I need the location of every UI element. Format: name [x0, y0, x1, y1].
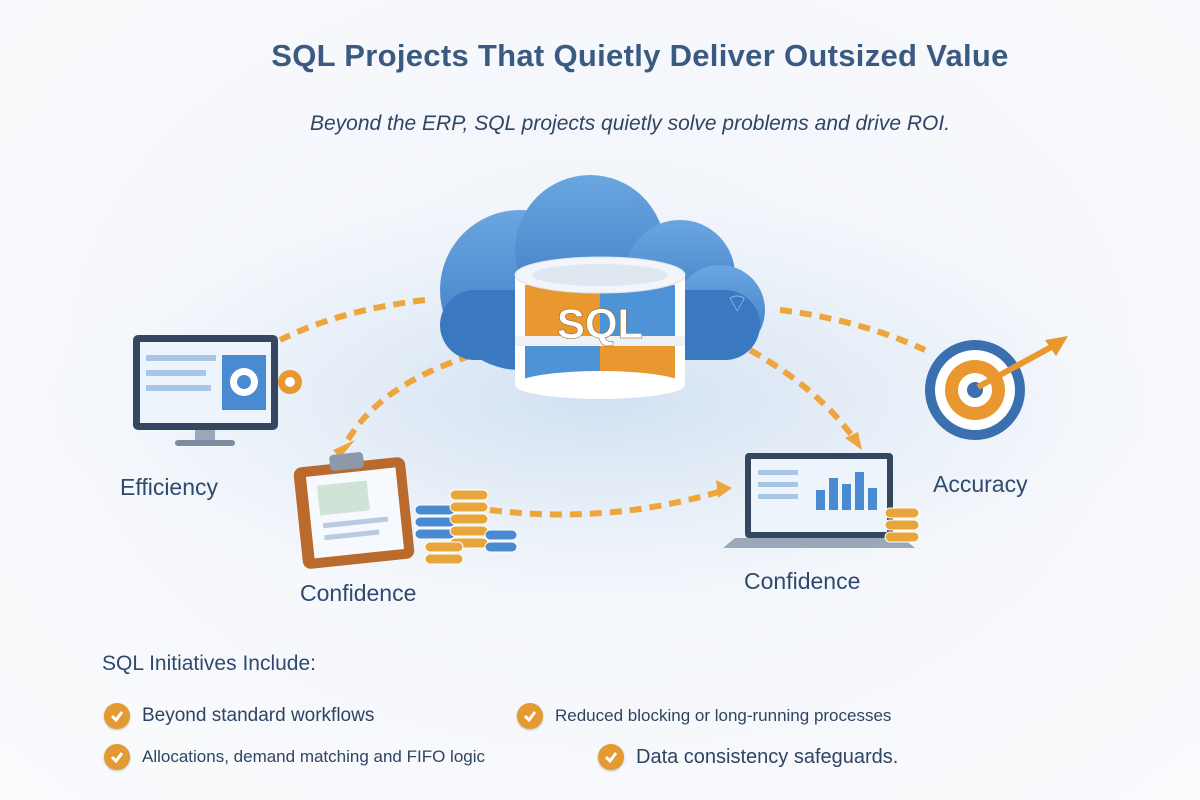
initiative-item: Reduced blocking or long-running process… — [517, 703, 891, 729]
initiative-item: Allocations, demand matching and FIFO lo… — [104, 744, 485, 770]
target-icon — [925, 336, 1068, 440]
label-efficiency: Efficiency — [120, 474, 219, 500]
label-accuracy: Accuracy — [933, 471, 1028, 497]
initiative-text: Beyond standard workflows — [142, 705, 375, 726]
initiative-text: Allocations, demand matching and FIFO lo… — [142, 747, 486, 766]
label-confidence-left: Confidence — [300, 580, 417, 606]
page-title: SQL Projects That Quietly Deliver Outsiz… — [271, 38, 1009, 73]
check-icon — [104, 703, 130, 729]
initiative-item: Beyond standard workflows — [104, 703, 374, 729]
sql-label: SQL — [557, 300, 643, 347]
sql-database-icon: SQL — [514, 256, 686, 399]
check-icon — [598, 744, 624, 770]
initiative-text: Data consistency safeguards. — [636, 745, 899, 768]
monitor-icon — [133, 335, 302, 446]
initiatives-heading: SQL Initiatives Include: — [102, 652, 316, 675]
coin-stacks-icon — [414, 489, 518, 565]
initiative-item: Data consistency safeguards. — [598, 744, 898, 770]
check-icon — [517, 703, 543, 729]
initiative-text: Reduced blocking or long-running process… — [555, 706, 892, 725]
clipboard-icon — [293, 452, 415, 569]
wifi-icon: ⌔ — [725, 288, 749, 318]
page-subtitle: Beyond the ERP, SQL projects quietly sol… — [309, 112, 951, 135]
label-confidence-right: Confidence — [744, 568, 861, 594]
check-icon — [104, 744, 130, 770]
laptop-icon — [723, 453, 920, 548]
